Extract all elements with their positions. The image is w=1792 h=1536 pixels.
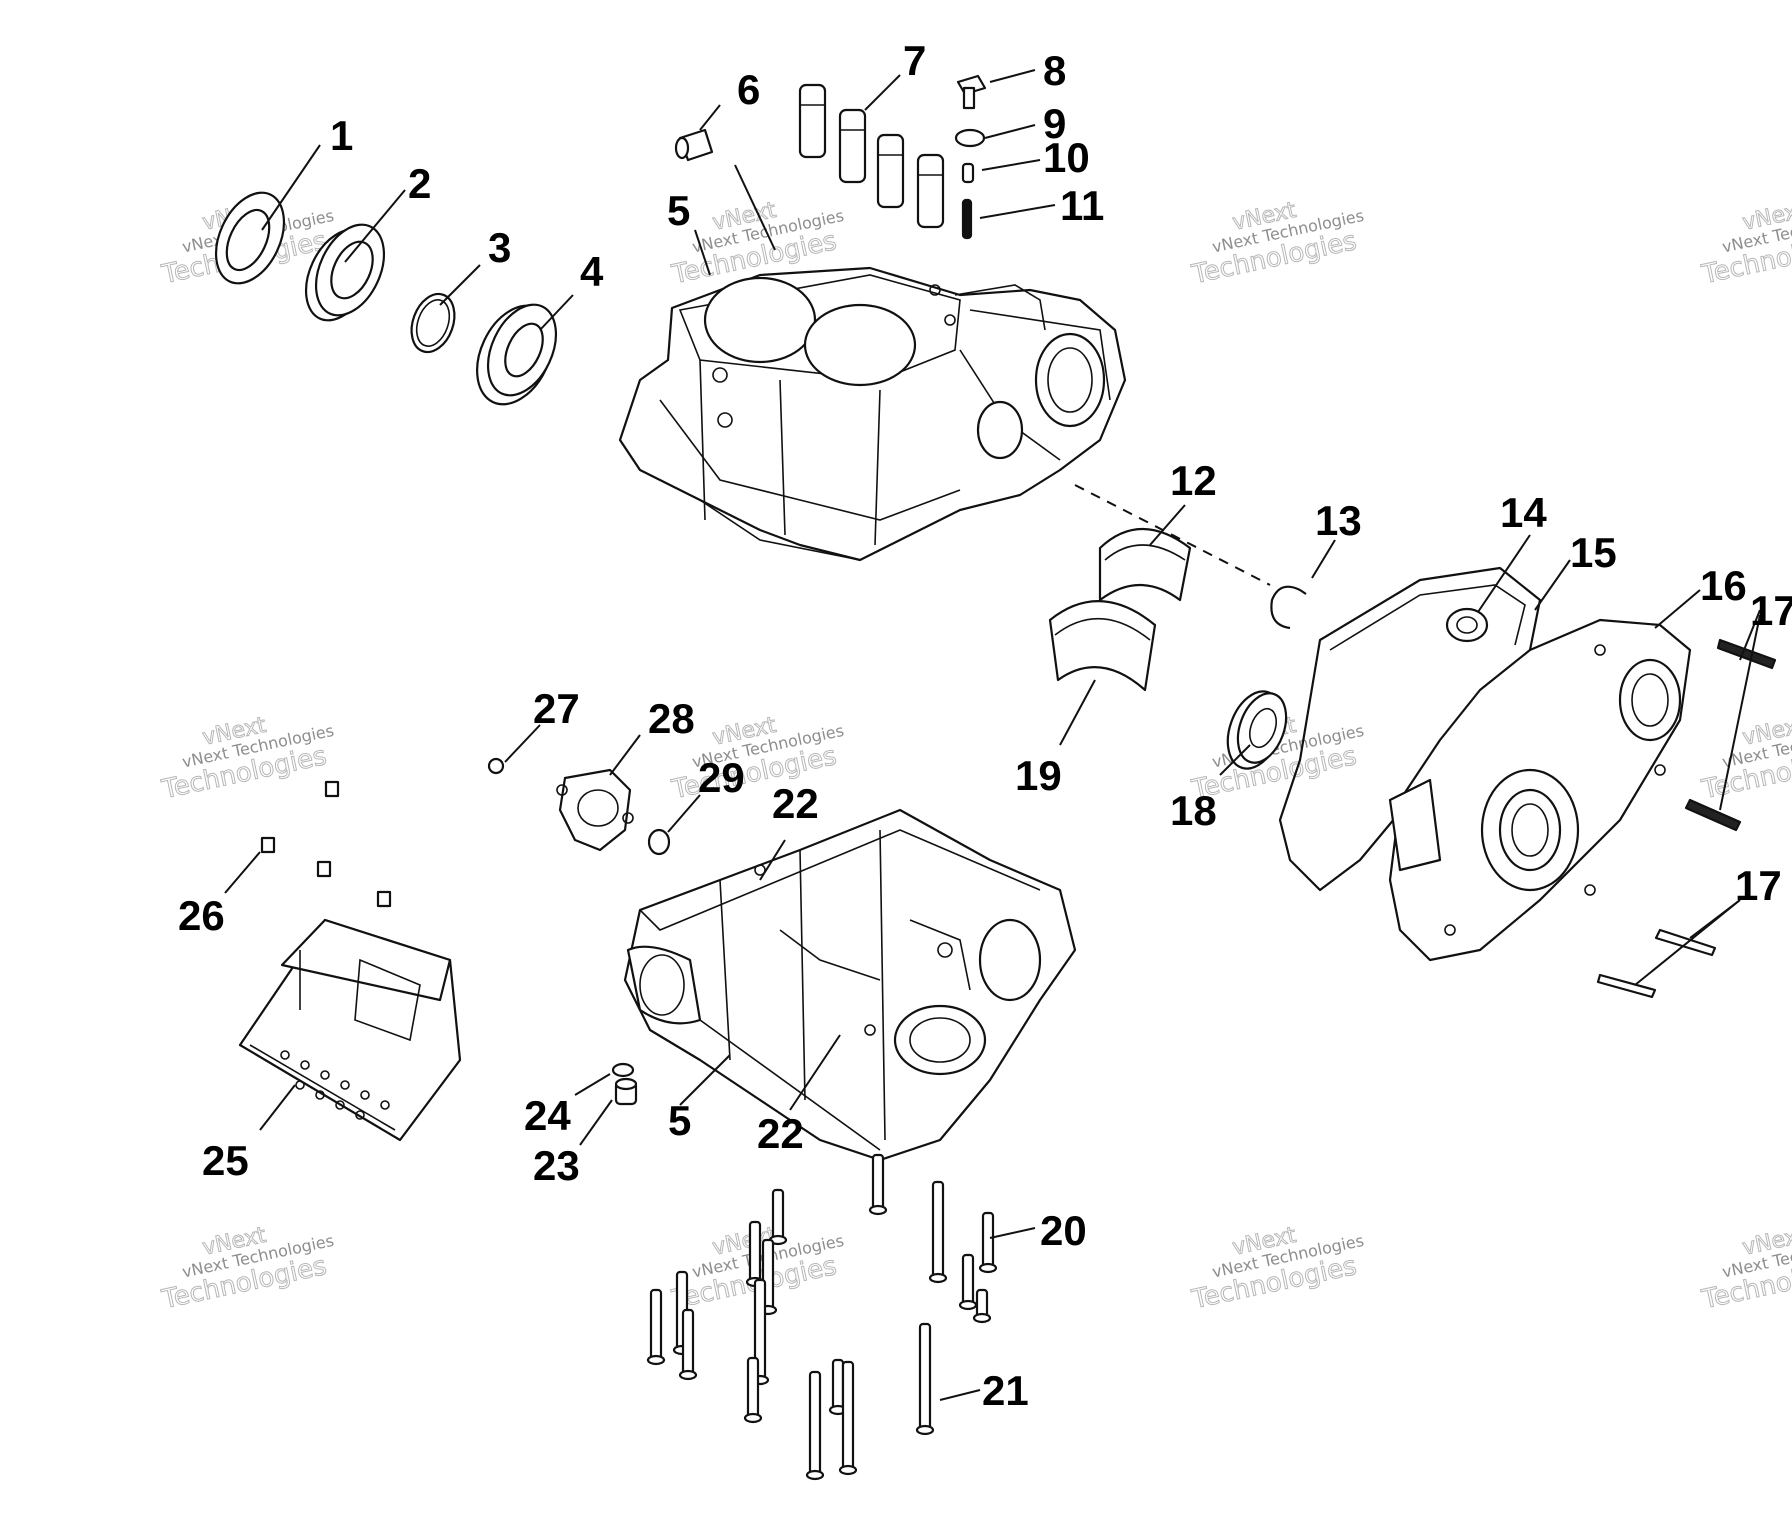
upper-crankcase-part-5[interactable] (618, 266, 1127, 562)
pin-part-10[interactable] (961, 162, 975, 184)
callout-17-lower: 17 (1735, 862, 1782, 909)
callout-26: 26 (178, 892, 225, 939)
bolt[interactable] (838, 1360, 858, 1476)
callout-labels: 1 2 3 4 5 6 7 8 9 10 11 12 13 14 15 16 1… (178, 37, 1792, 1414)
lifters-part-7[interactable] (798, 83, 945, 229)
circlip-part-13[interactable] (1270, 585, 1307, 630)
bearing-shell-part-12[interactable] (1098, 528, 1192, 602)
bolt[interactable] (978, 1211, 998, 1274)
bolt[interactable] (745, 1220, 765, 1288)
callout-9: 9 (1043, 100, 1066, 147)
seal-part-4[interactable] (462, 294, 569, 417)
callout-15: 15 (1570, 529, 1617, 576)
callout-28: 28 (648, 695, 695, 742)
callout-6: 6 (737, 66, 760, 113)
bolt[interactable] (915, 1322, 935, 1436)
callout-10: 10 (1043, 134, 1090, 181)
callout-22-lower: 22 (757, 1110, 804, 1157)
callout-21: 21 (982, 1367, 1029, 1414)
bolt[interactable] (958, 1253, 978, 1311)
callout-5-upper: 5 (667, 187, 690, 234)
callout-13: 13 (1315, 497, 1362, 544)
bolt[interactable] (972, 1288, 992, 1324)
cover-part-16[interactable] (1388, 618, 1692, 962)
bolt-part-8[interactable] (956, 74, 987, 110)
washer-part-9[interactable] (954, 128, 986, 148)
plugs-part-26[interactable] (260, 780, 392, 908)
callout-16: 16 (1700, 562, 1747, 609)
callout-29: 29 (698, 754, 745, 801)
callout-7: 7 (903, 37, 926, 84)
callout-8: 8 (1043, 47, 1066, 94)
seal-part-1[interactable] (203, 182, 298, 294)
leader-lines (224, 69, 1761, 1401)
bearing-shell-part-19[interactable] (1048, 600, 1157, 692)
callout-22-upper: 22 (772, 780, 819, 827)
callout-2: 2 (408, 160, 431, 207)
callout-20: 20 (1040, 1207, 1087, 1254)
o-ring-part-24[interactable] (611, 1062, 635, 1078)
callout-24: 24 (524, 1092, 571, 1139)
alignment-line (1074, 484, 1271, 586)
callout-4: 4 (580, 248, 604, 295)
callout-1: 1 (330, 112, 353, 159)
seal-part-14[interactable] (1445, 607, 1489, 643)
callout-12: 12 (1170, 457, 1217, 504)
cover-part-28[interactable] (556, 768, 634, 852)
callout-19: 19 (1015, 752, 1062, 799)
o-ring-part-3[interactable] (404, 288, 462, 358)
bolt[interactable] (743, 1356, 763, 1424)
bolt[interactable] (805, 1370, 825, 1481)
seal-part-18[interactable] (1218, 684, 1295, 776)
callout-3: 3 (488, 224, 511, 271)
bolt[interactable] (646, 1288, 666, 1366)
o-ring-part-29[interactable] (647, 828, 671, 856)
gasket-part-15[interactable] (1278, 566, 1542, 892)
bolt[interactable] (678, 1308, 698, 1381)
callout-11: 11 (1060, 182, 1104, 229)
callout-25: 25 (202, 1137, 249, 1184)
bolt[interactable] (928, 1180, 948, 1284)
bolt[interactable] (868, 1153, 888, 1216)
bearing-part-2[interactable] (293, 214, 398, 331)
fitting-part-23[interactable] (614, 1077, 638, 1106)
callout-17-upper: 17 (1750, 587, 1792, 634)
bolts-part-17[interactable] (1596, 638, 1777, 999)
bolt[interactable] (768, 1188, 788, 1246)
dowel-part-6[interactable] (674, 128, 714, 162)
callout-18: 18 (1170, 787, 1217, 834)
plug-part-27[interactable] (487, 757, 505, 775)
callout-27: 27 (533, 685, 580, 732)
pin-part-11[interactable] (961, 198, 973, 240)
callout-14: 14 (1500, 489, 1547, 536)
baffle-plate-part-25[interactable] (238, 918, 462, 1142)
callout-5-lower: 5 (668, 1097, 691, 1144)
crankcase-bolts-part-20-21[interactable] (646, 1153, 998, 1481)
lower-crankcase-part-5[interactable] (623, 808, 1077, 1162)
callout-23: 23 (533, 1142, 580, 1189)
